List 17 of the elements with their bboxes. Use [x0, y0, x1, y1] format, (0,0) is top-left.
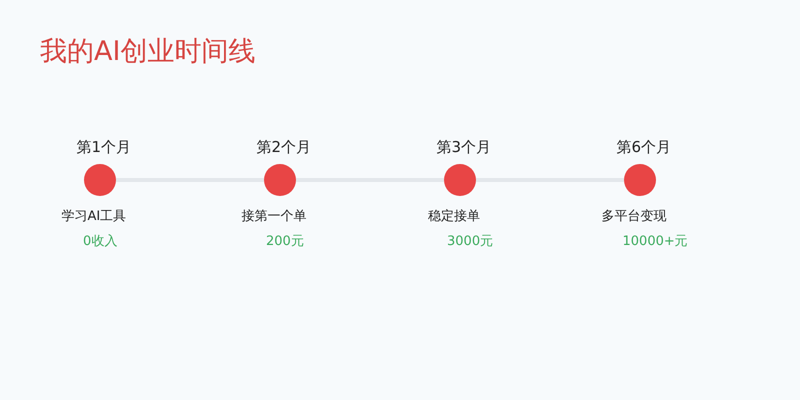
milestone-label: 多平台变现	[602, 210, 666, 223]
income-label: 0收入	[83, 235, 118, 248]
month-label: 第2个月	[256, 140, 312, 155]
month-label: 第3个月	[436, 140, 492, 155]
month-label: 第6个月	[616, 140, 672, 155]
income-label: 200元	[266, 235, 304, 248]
title: 我的AI创业时间线	[40, 38, 256, 65]
milestone-label: 接第一个单	[242, 210, 306, 223]
income-label: 10000+元	[622, 235, 688, 248]
milestone-dot	[84, 164, 116, 196]
month-label: 第1个月	[76, 140, 132, 155]
milestone-label: 学习AI工具	[62, 210, 126, 223]
milestone-label: 稳定接单	[428, 210, 480, 223]
milestone-dot	[624, 164, 656, 196]
milestone-dot	[444, 164, 476, 196]
milestone-dot	[264, 164, 296, 196]
income-label: 3000元	[447, 235, 494, 248]
